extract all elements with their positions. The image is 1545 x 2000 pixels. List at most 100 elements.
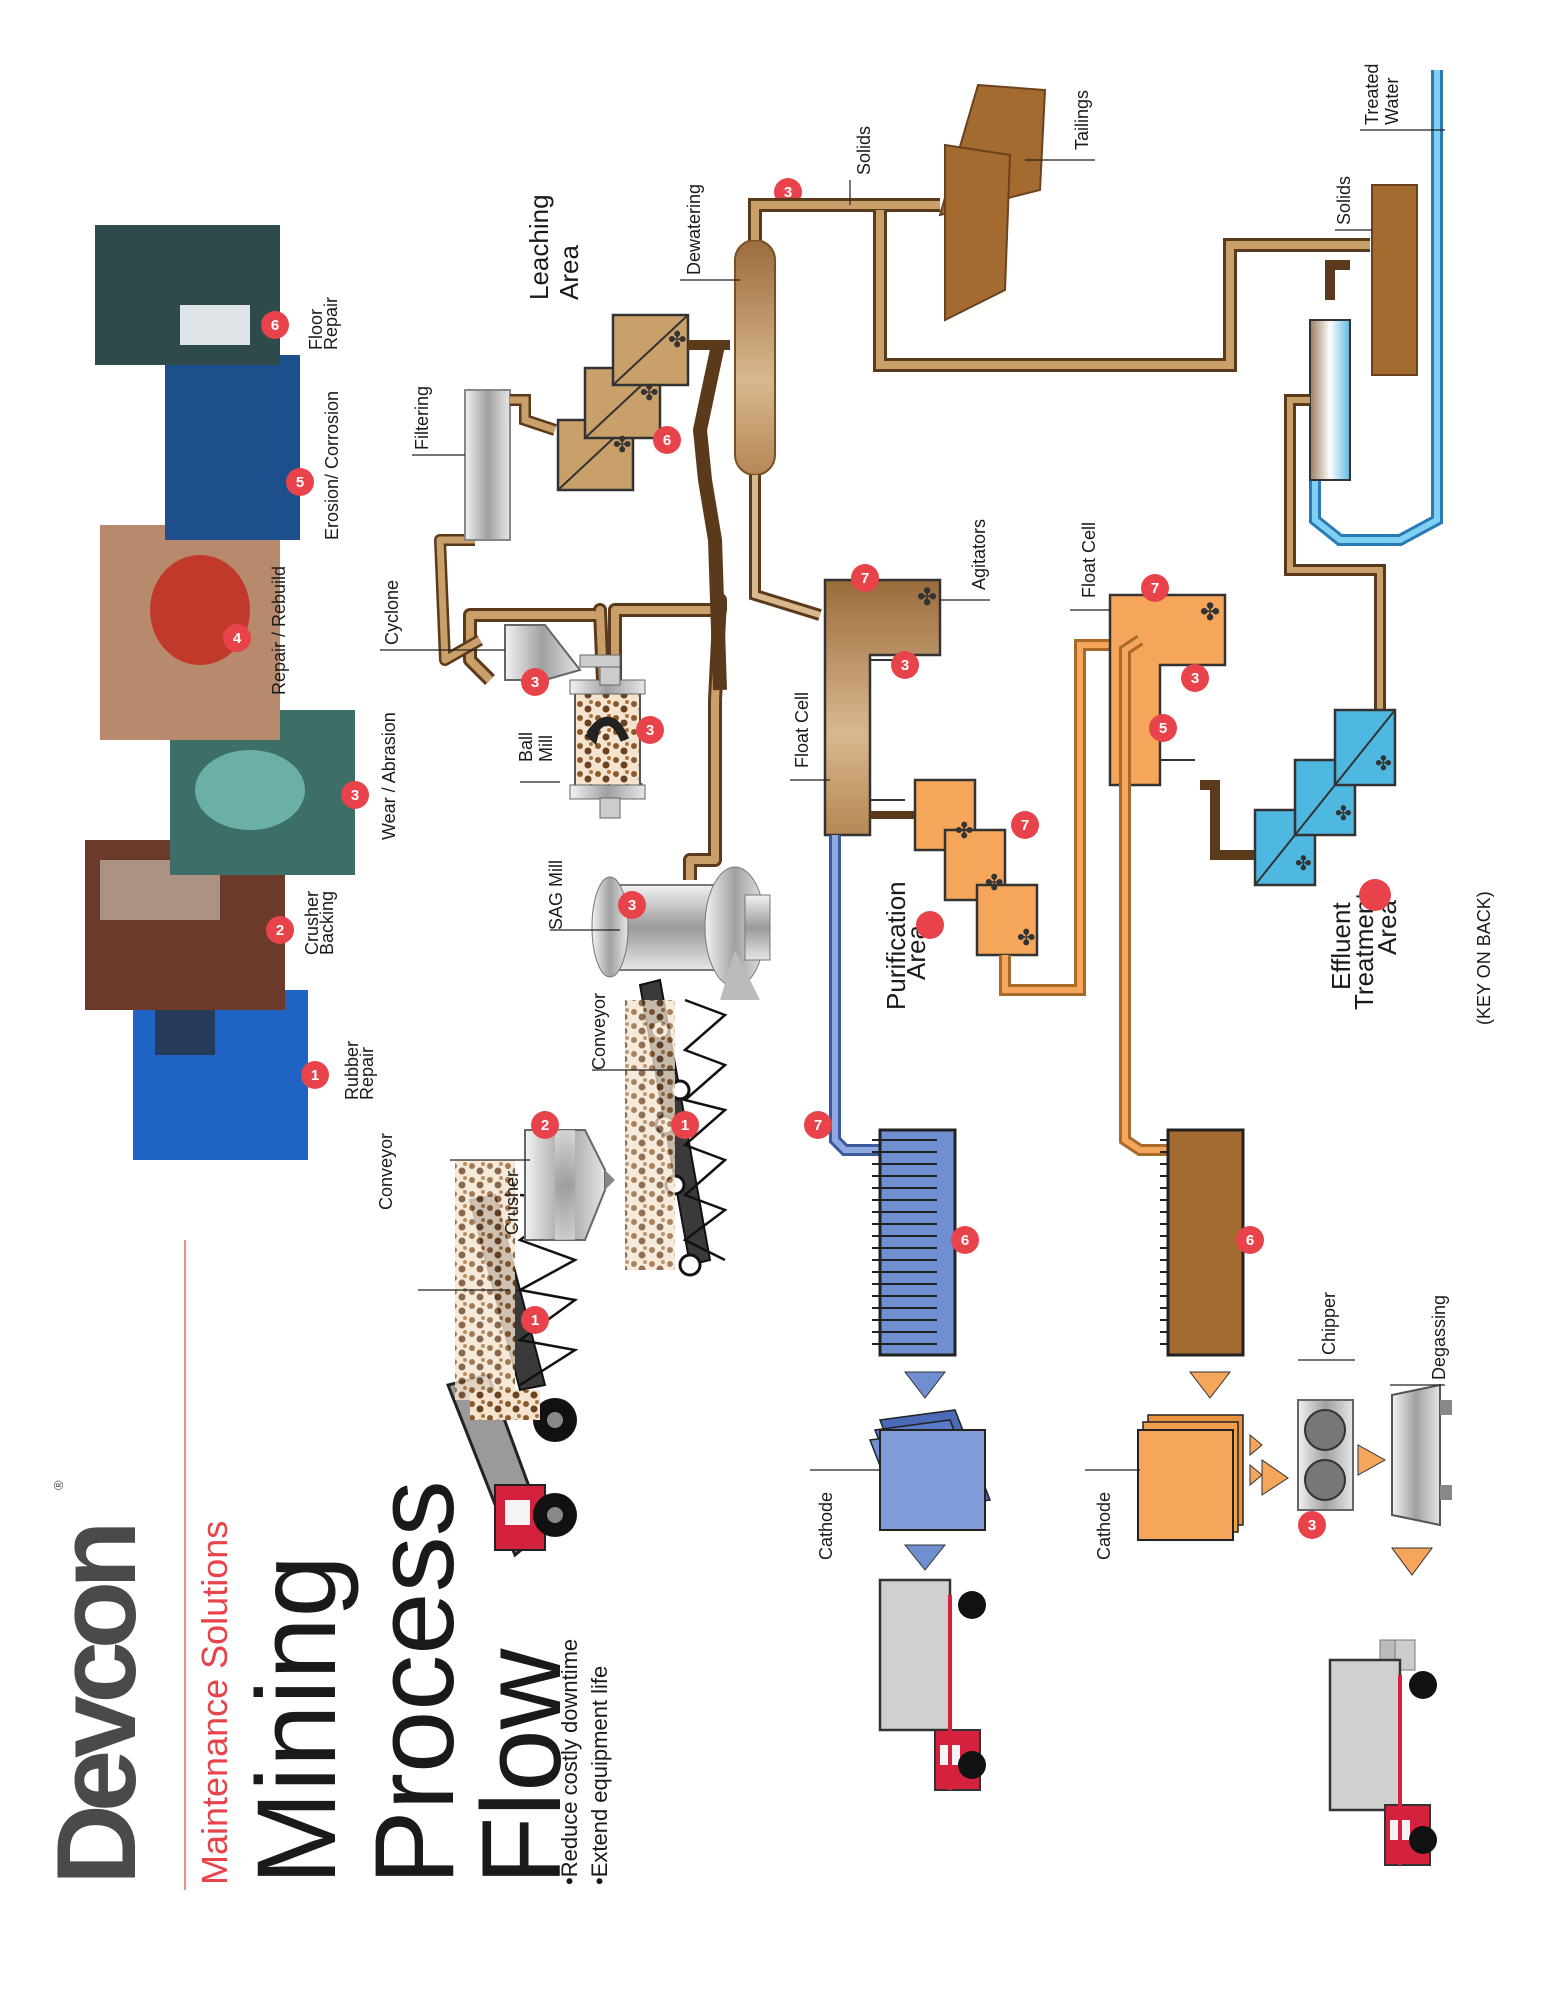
label-purification-1: Purification bbox=[881, 881, 911, 1010]
bullet-equipment-life: •Extend equipment life bbox=[587, 1666, 612, 1885]
svg-text:7: 7 bbox=[861, 570, 869, 587]
svg-text:✤: ✤ bbox=[613, 432, 631, 457]
marker-float-cell-1-top: 7 bbox=[851, 564, 879, 592]
sag-mill bbox=[591, 866, 771, 1000]
label-ball-mill-1: Ball bbox=[516, 732, 536, 762]
devcon-logo: Devcon bbox=[34, 1527, 159, 1885]
label-leaching-2: Area bbox=[554, 245, 584, 300]
marker-float-cell-1-mid: 3 bbox=[891, 651, 919, 679]
svg-text:5: 5 bbox=[1159, 720, 1167, 737]
key-note: (KEY ON BACK) bbox=[1474, 891, 1494, 1025]
delivery-truck-orange-line bbox=[1328, 1639, 1437, 1866]
degassing-furnace bbox=[1391, 1383, 1452, 1527]
svg-text:✤: ✤ bbox=[640, 380, 658, 405]
photo-marker-2: 2 bbox=[266, 916, 294, 944]
marker-effluent-area bbox=[1359, 879, 1391, 911]
label-treated-1: Treated bbox=[1362, 64, 1382, 125]
label-tailings: Tailings bbox=[1072, 90, 1092, 150]
label-sag-mill: SAG Mill bbox=[546, 860, 566, 930]
svg-text:6: 6 bbox=[663, 432, 671, 449]
electrowinning-tank-blue bbox=[878, 1128, 957, 1357]
marker-purification-area bbox=[916, 911, 944, 939]
title-mining: Mining bbox=[234, 1555, 359, 1885]
caption-floor-repair: Floor Repair bbox=[306, 297, 341, 350]
treated-water-line bbox=[1309, 70, 1443, 546]
svg-text:✤: ✤ bbox=[917, 584, 937, 611]
marker-tank-blue: 6 bbox=[951, 1226, 979, 1254]
marker-float-cell-2-a: 3 bbox=[1181, 664, 1209, 692]
delivery-truck-blue-line bbox=[878, 1578, 986, 1791]
svg-text:1: 1 bbox=[531, 1312, 539, 1329]
label-cyclone: Cyclone bbox=[382, 580, 402, 645]
photo-strip bbox=[85, 225, 355, 1160]
solids-column bbox=[1371, 184, 1418, 376]
label-dewatering: Dewatering bbox=[684, 184, 704, 275]
svg-text:Repair: Repair bbox=[357, 1047, 377, 1100]
photo-callouts: 1 2 3 4 5 6 Rubber Repair Crusher Backin… bbox=[223, 297, 399, 1100]
caption-erosion-corrosion: Erosion/ Corrosion bbox=[322, 391, 342, 540]
label-cathode-1: Cathode bbox=[816, 1492, 836, 1560]
svg-text:Floor: Floor bbox=[306, 309, 326, 350]
filter-drum bbox=[464, 389, 557, 541]
photo-marker-6: 6 bbox=[261, 311, 289, 339]
photo-marker-5: 5 bbox=[286, 468, 314, 496]
haul-truck bbox=[445, 1373, 577, 1558]
brand-block: Devcon ® Maintenance Solutions Mining Pr… bbox=[34, 1480, 612, 1885]
marker-blue-pipe: 7 bbox=[804, 1111, 832, 1139]
cathode-stack-orange bbox=[1137, 1414, 1263, 1541]
svg-text:✤: ✤ bbox=[1335, 803, 1352, 825]
svg-text:7: 7 bbox=[814, 1117, 822, 1134]
svg-text:3: 3 bbox=[531, 674, 539, 691]
arrow-down-orange-2 bbox=[1391, 1547, 1433, 1576]
marker-sag-mill: 3 bbox=[618, 891, 646, 919]
svg-text:5: 5 bbox=[296, 474, 304, 491]
caption-repair-rebuild: Repair / Rebuild bbox=[269, 566, 289, 695]
electrowinning-tank-brown bbox=[1166, 1128, 1245, 1357]
svg-text:✤: ✤ bbox=[1295, 853, 1312, 875]
arrow-down-orange-1 bbox=[1188, 1371, 1232, 1399]
svg-text:Backing: Backing bbox=[317, 891, 337, 955]
svg-text:6: 6 bbox=[1246, 1232, 1254, 1249]
cyclone bbox=[504, 624, 621, 681]
arrow-down-blue-1 bbox=[903, 1371, 947, 1399]
svg-text:3: 3 bbox=[1191, 670, 1199, 687]
title-flow: Flow bbox=[459, 1647, 584, 1885]
marker-conveyor-2: 1 bbox=[671, 1111, 699, 1139]
arrow-right-orange-2 bbox=[1357, 1444, 1387, 1476]
svg-text:✤: ✤ bbox=[985, 870, 1003, 895]
label-conveyor-2: Conveyor bbox=[589, 993, 609, 1070]
tailings-piles bbox=[938, 83, 1047, 322]
arrow-right-orange bbox=[1261, 1459, 1289, 1496]
label-solids-2: Solids bbox=[1334, 176, 1354, 225]
tagline: Maintenance Solutions bbox=[194, 1521, 235, 1885]
svg-text:3: 3 bbox=[1308, 1517, 1316, 1534]
svg-text:✤: ✤ bbox=[668, 327, 686, 352]
chipper bbox=[1297, 1399, 1354, 1511]
marker-chipper: 3 bbox=[1298, 1511, 1326, 1539]
label-cathode-2: Cathode bbox=[1094, 1492, 1114, 1560]
label-ball-mill-2: Mill bbox=[536, 735, 556, 762]
marker-float-cell-2-b: 5 bbox=[1149, 714, 1177, 742]
leaching-tanks: ✤ ✤ ✤ bbox=[556, 313, 690, 492]
marker-ball-mill: 3 bbox=[636, 716, 664, 744]
svg-text:1: 1 bbox=[311, 1067, 319, 1084]
photo-marker-4: 4 bbox=[223, 624, 251, 652]
registered-mark: ® bbox=[51, 1480, 66, 1490]
svg-text:Erosion/ Corrosion: Erosion/ Corrosion bbox=[322, 391, 342, 540]
label-conveyor-1: Conveyor bbox=[376, 1133, 396, 1210]
dewatering-column bbox=[688, 239, 776, 691]
blue-electrolyte-line bbox=[829, 635, 1180, 1156]
svg-text:2: 2 bbox=[276, 922, 284, 939]
svg-text:✤: ✤ bbox=[1200, 599, 1220, 626]
label-degassing: Degassing bbox=[1429, 1295, 1449, 1380]
photo-erosion-corrosion bbox=[165, 355, 300, 540]
ball-mill bbox=[569, 664, 646, 819]
label-chipper: Chipper bbox=[1319, 1292, 1339, 1355]
label-treated-2: Water bbox=[1382, 78, 1402, 125]
label-effluent-2: Treatment bbox=[1349, 892, 1379, 1010]
label-agitators: Agitators bbox=[969, 519, 989, 590]
label-solids-1: Solids bbox=[854, 126, 874, 175]
float-cell-1: ✤ bbox=[823, 578, 942, 837]
svg-text:3: 3 bbox=[901, 657, 909, 674]
caption-wear-abrasion: Wear / Abrasion bbox=[379, 712, 399, 840]
